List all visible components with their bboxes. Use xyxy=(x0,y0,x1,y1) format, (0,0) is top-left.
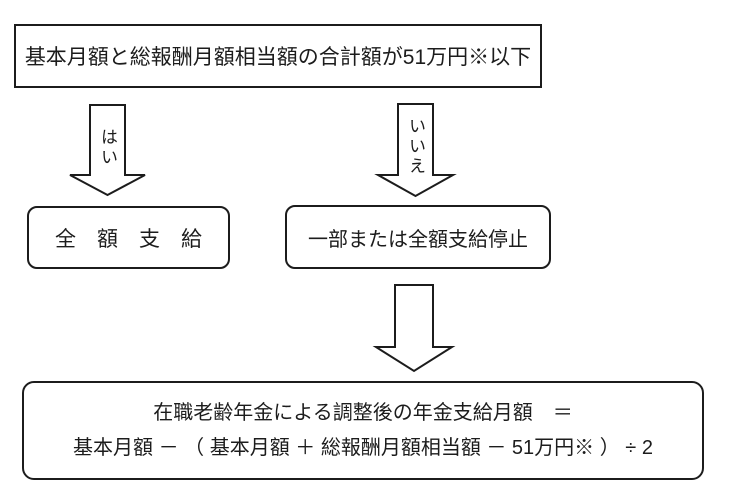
full-payment-text: 全 額 支 給 xyxy=(55,227,202,251)
full-payment-box: 全 額 支 給 xyxy=(27,206,230,269)
down-arrow-icon xyxy=(372,284,456,373)
no-arrow-label: いいえ xyxy=(406,117,425,177)
no-down-arrow-icon xyxy=(374,103,457,198)
partial-suspension-text: 一部または全額支給停止 xyxy=(308,228,528,251)
condition-text: 基本月額と総報酬月額相当額の合計額が51万円※以下 xyxy=(24,46,532,69)
yes-down-arrow-icon xyxy=(69,104,146,197)
formula-line2: 基本月額 － （ 基本月額 ＋ 総報酬月額相当額 － 51万円※ ） ÷ 2 xyxy=(73,436,653,459)
formula-box: 在職老齢年金による調整後の年金支給月額 ＝ 基本月額 － （ 基本月額 ＋ 総報… xyxy=(22,381,704,480)
yes-arrow-label: はい xyxy=(98,128,117,168)
partial-suspension-box: 一部または全額支給停止 xyxy=(285,205,551,269)
condition-box: 基本月額と総報酬月額相当額の合計額が51万円※以下 xyxy=(14,24,542,88)
formula-line1: 在職老齢年金による調整後の年金支給月額 ＝ xyxy=(153,401,573,424)
